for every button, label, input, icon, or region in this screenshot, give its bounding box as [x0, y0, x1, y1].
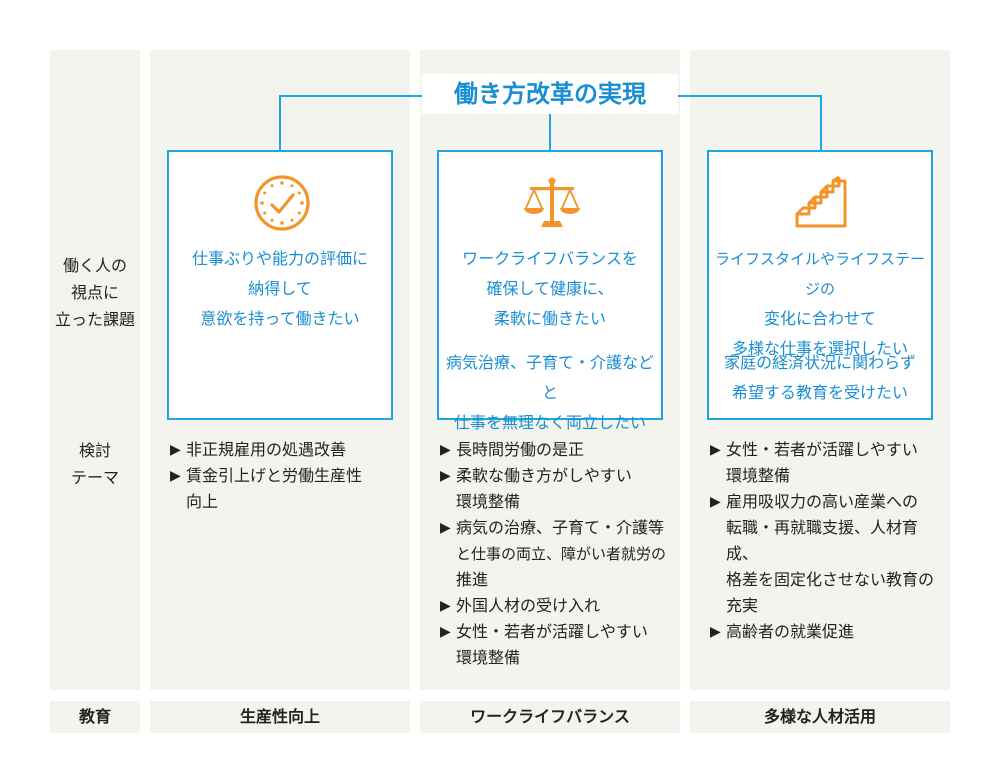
card-line: 仕事ぶりや能力の評価に — [191, 249, 368, 268]
topic-line: 柔軟な働き方がしやすい — [456, 466, 632, 485]
topic-line: 女性・若者が活躍しやすい — [456, 622, 648, 641]
topic-item: 外国人材の受け入れ — [440, 593, 676, 619]
topic-line: 向上 — [186, 492, 219, 511]
topic-item: 雇用吸収力の高い産業への 転職・再就職支援、人材育成、 格差を固定化させない教育… — [710, 489, 946, 619]
card-line: 確保して健康に、 — [486, 279, 614, 298]
topic-item: 賃金引上げと労働生産性 向上 — [170, 463, 406, 515]
row-label-line: テーマ — [70, 468, 119, 487]
stairs-icon — [795, 176, 847, 228]
card-line: 納得して — [248, 279, 312, 298]
card-column-3: ライフスタイルやライフステージの 変化に合わせて 多様な仕事を選択したい 家庭の… — [707, 150, 933, 420]
topic-line: 非正規雇用の処遇改善 — [186, 440, 347, 459]
row-label-line: 働く人の — [62, 256, 127, 275]
row-label-perspective: 働く人の 視点に 立った課題 — [50, 252, 140, 333]
footer-label-education: 教育 — [50, 701, 140, 733]
clock-icon — [254, 175, 310, 231]
card-line: 変化に合わせて — [763, 309, 876, 328]
topic-line: 格差を固定化させない教育の — [726, 570, 935, 589]
topic-item: 高齢者の就業促進 — [710, 619, 946, 645]
card-column-2: ワークライフバランスを 確保して健康に、 柔軟に働きたい 病気治療、子育て・介護… — [437, 150, 663, 432]
card-line: ライフスタイルやライフステージの — [714, 250, 925, 298]
topic-line: 賃金引上げと労働生産性 — [186, 466, 363, 485]
connector-center — [549, 112, 551, 151]
scale-icon — [524, 177, 580, 227]
topic-line: 推進 — [456, 570, 489, 589]
topic-line: 環境整備 — [456, 492, 521, 511]
card-secondary-text: 家庭の経済状況に関わらず 希望する教育を受けたい — [709, 348, 931, 408]
topic-line: と仕事の両立、障がい者就労の — [456, 545, 667, 563]
topic-list-3: 女性・若者が活躍しやすい 環境整備 雇用吸収力の高い産業への 転職・再就職支援、… — [710, 437, 946, 645]
topic-line: 高齢者の就業促進 — [726, 622, 855, 641]
topic-list-2: 長時間労働の是正 柔軟な働き方がしやすい 環境整備 病気の治療、子育て・介護等 … — [440, 437, 676, 671]
topic-line: 転職・再就職支援、人材育成、 — [726, 518, 919, 563]
row-label-line: 視点に — [70, 283, 119, 302]
row-label-line: 立った課題 — [54, 310, 135, 329]
footer-column-1: 生産性向上 — [150, 701, 410, 733]
card-line: 病気治療、子育て・介護などと — [445, 353, 654, 402]
topic-line: 環境整備 — [726, 466, 791, 485]
row-label-panel — [50, 50, 140, 690]
topic-item: 柔軟な働き方がしやすい 環境整備 — [440, 463, 676, 515]
topic-line: 雇用吸収力の高い産業への — [726, 492, 919, 511]
footer-column-2: ワークライフバランス — [420, 701, 680, 733]
row-label-themes: 検討 テーマ — [50, 437, 140, 491]
topic-line: 環境整備 — [456, 648, 521, 667]
topic-line: 長時間労働の是正 — [456, 440, 585, 459]
card-primary-text: ライフスタイルやライフステージの 変化に合わせて 多様な仕事を選択したい — [709, 244, 931, 364]
card-line: 多様な仕事を選択したい — [731, 339, 908, 358]
card-line: 仕事を無理なく両立したい — [453, 413, 646, 432]
topic-item: 病気の治療、子育て・介護等 と仕事の両立、障がい者就労の 推進 — [440, 515, 676, 593]
card-line: ワークライフバランスを — [462, 249, 638, 268]
topic-item: 女性・若者が活躍しやすい 環境整備 — [440, 619, 676, 671]
card-line: 希望する教育を受けたい — [731, 383, 908, 402]
diagram-title: 働き方改革の実現 — [422, 74, 678, 114]
topic-list-1: 非正規雇用の処遇改善 賃金引上げと労働生産性 向上 — [170, 437, 406, 515]
card-line: 柔軟に働きたい — [493, 309, 606, 328]
connector-right — [820, 95, 822, 151]
card-primary-text: 仕事ぶりや能力の評価に 納得して 意欲を持って働きたい — [169, 244, 391, 334]
card-line: 家庭の経済状況に関わらず — [724, 353, 916, 372]
topic-item: 非正規雇用の処遇改善 — [170, 437, 406, 463]
card-column-1: 仕事ぶりや能力の評価に 納得して 意欲を持って働きたい — [167, 150, 393, 420]
card-primary-text: ワークライフバランスを 確保して健康に、 柔軟に働きたい — [439, 244, 661, 334]
card-secondary-text: 病気治療、子育て・介護などと 仕事を無理なく両立したい — [439, 348, 661, 438]
topic-line: 病気の治療、子育て・介護等 — [456, 518, 665, 537]
footer-column-3: 多様な人材活用 — [690, 701, 950, 733]
connector-left — [279, 95, 281, 151]
topic-line: 充実 — [726, 596, 759, 615]
topic-item: 長時間労働の是正 — [440, 437, 676, 463]
topic-item: 女性・若者が活躍しやすい 環境整備 — [710, 437, 946, 489]
row-label-line: 検討 — [78, 441, 111, 460]
topic-line: 女性・若者が活躍しやすい — [726, 440, 918, 459]
card-line: 意欲を持って働きたい — [200, 309, 360, 328]
topic-line: 外国人材の受け入れ — [456, 596, 601, 615]
